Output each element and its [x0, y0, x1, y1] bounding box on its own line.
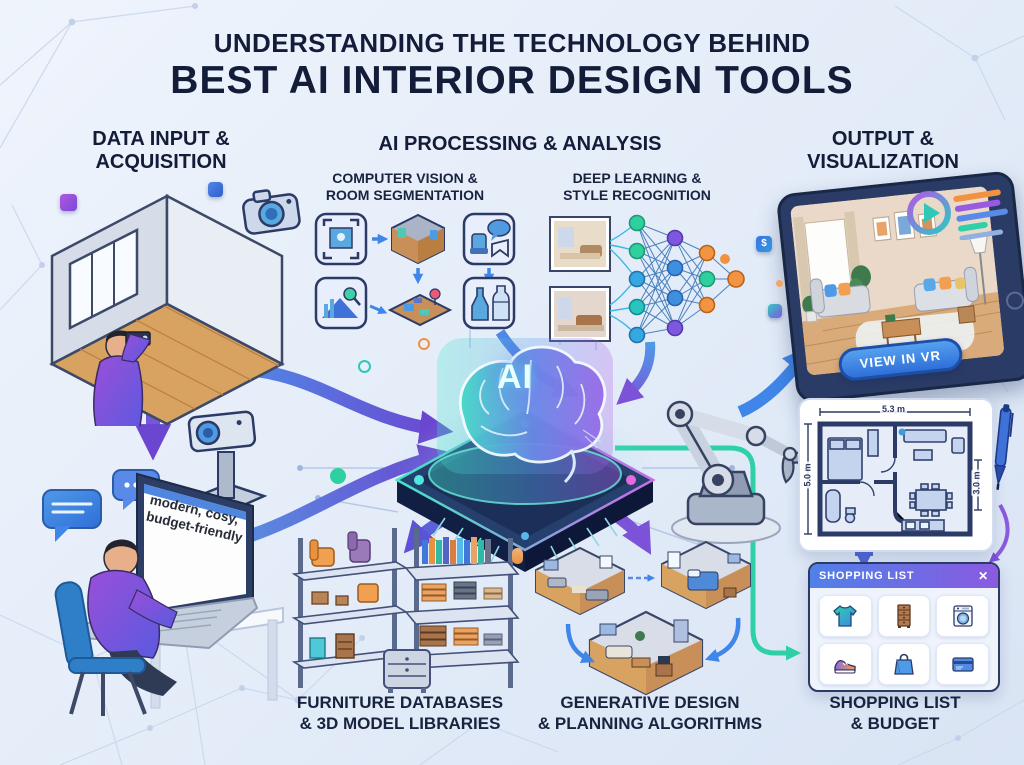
shopping-bag-icon: [894, 653, 914, 675]
decor-dot: [418, 338, 430, 350]
connector-floorplan-side: [988, 503, 1010, 563]
image-scan-icon: [314, 212, 368, 266]
footer-generative-design: GENERATIVE DESIGN & PLANNING ALGORITHMS: [537, 693, 763, 734]
material-stacks-icon: [419, 581, 503, 647]
camera-icon: [242, 189, 301, 235]
floorplan-card: 5.3 m 5.0 m 3.0 m: [798, 398, 994, 552]
washing-machine-icon: [953, 605, 973, 627]
sneaker-icon: [834, 660, 856, 674]
title-line1: UNDERSTANDING THE TECHNOLOGY BEHIND: [213, 28, 811, 58]
app-chip-icon: [768, 304, 782, 318]
floorplan-width-label: 5.3 m: [880, 404, 908, 414]
shelf-rack: [404, 528, 520, 688]
object-recognition-icon: [462, 212, 516, 266]
laptop: [82, 472, 259, 650]
shopping-list-panel: SHOPPING LIST ✕: [808, 562, 1000, 692]
decor-dot: [358, 360, 371, 373]
floor-plan-scan-icon: [387, 288, 453, 327]
section-processing-header: AI PROCESSING & ANALYSIS: [378, 133, 662, 155]
tshirt-icon: [833, 605, 858, 627]
mini-chair-icon: [347, 531, 371, 563]
design-variant-room: [661, 540, 751, 610]
shopping-item-tshirt[interactable]: [819, 595, 872, 637]
credit-card-icon: [952, 657, 974, 672]
books-row-icon: [422, 537, 491, 564]
ai-chip-illustration: [394, 338, 656, 572]
dresser-icon: [897, 604, 911, 628]
subsection-deep-learning: DEEP LEARNING & STYLE RECOGNITION: [563, 170, 711, 203]
style-photo-card: [549, 286, 611, 342]
room-3d-icon: [391, 213, 445, 265]
decor-dot: [512, 548, 523, 564]
tablet-device: VIEW IN VR: [775, 170, 1024, 404]
app-chip-icon: [60, 194, 77, 211]
window: [68, 227, 139, 331]
room-capture-illustration: [49, 193, 285, 426]
photographer-person: [92, 330, 151, 426]
shopping-item-washer[interactable]: [936, 595, 989, 637]
shelf-rack: [292, 528, 409, 688]
analytics-icon: [314, 276, 368, 330]
shopping-item-dresser[interactable]: [877, 595, 931, 637]
speech-bubble-icon: [42, 489, 102, 542]
typing-person: [54, 539, 178, 716]
decor-dot: [720, 254, 730, 264]
play-media-icon[interactable]: [906, 190, 952, 236]
shopping-item-card[interactable]: [936, 643, 989, 685]
shopping-list-close-button[interactable]: ✕: [978, 569, 989, 583]
app-chip-dollar-icon: $: [756, 236, 772, 252]
mini-armchair-icon: [309, 539, 335, 567]
section-data-input-header: DATA INPUT & ACQUISITION: [92, 128, 230, 173]
sofa-left: [809, 278, 871, 318]
shopping-list-title: SHOPPING LIST: [819, 570, 915, 582]
section-output-header: OUTPUT & VISUALIZATION: [807, 128, 959, 173]
prompt-typing-illustration: [42, 469, 284, 716]
style-photo-card: [549, 216, 611, 272]
footer-shopping-budget: SHOPPING LIST & BUDGET: [829, 693, 961, 734]
arrow-learning-to-chip: [616, 341, 656, 405]
footer-furniture-databases: FURNITURE DATABASES & 3D MODEL LIBRARIES: [296, 693, 504, 734]
decor-dot: [776, 280, 783, 287]
floorplan-drawing: [804, 408, 982, 537]
design-variant-room: [535, 546, 625, 616]
pen-icon: [994, 404, 1014, 490]
nightstand-icon: [383, 649, 431, 693]
title-line2: BEST AI INTERIOR DESIGN TOOLS: [170, 59, 854, 102]
tablet-home-button[interactable]: [1005, 290, 1024, 311]
robotic-arm-illustration: [666, 400, 809, 544]
app-chip-icon: [208, 182, 223, 197]
brain-icon: [458, 345, 607, 484]
shopping-list-header: SHOPPING LIST ✕: [810, 564, 998, 588]
floorplan-left-label: 5.0 m: [802, 461, 813, 489]
shopping-item-bag[interactable]: [877, 643, 931, 685]
floorplan-right-label: 3.0 m: [971, 469, 982, 497]
generative-design-illustration: [535, 540, 751, 696]
sofa-right: [913, 266, 979, 312]
furniture-database-illustration: [292, 528, 520, 693]
shopping-item-sneaker[interactable]: [819, 643, 872, 685]
computer-vision-flow: [314, 212, 516, 330]
neural-network-illustration: [549, 214, 745, 344]
ai-chip-label: AI: [497, 358, 533, 396]
subsection-computer-vision: COMPUTER VISION & ROOM SEGMENTATION: [325, 170, 485, 203]
generated-room-result: [588, 610, 704, 696]
connector-generative-to-shopping: [615, 445, 801, 661]
decor-dot: [330, 468, 346, 484]
media-list-icon: [953, 189, 1008, 240]
objects-icon: [462, 276, 516, 330]
infographic-title: UNDERSTANDING THE TECHNOLOGY BEHIND BEST…: [0, 28, 1024, 103]
